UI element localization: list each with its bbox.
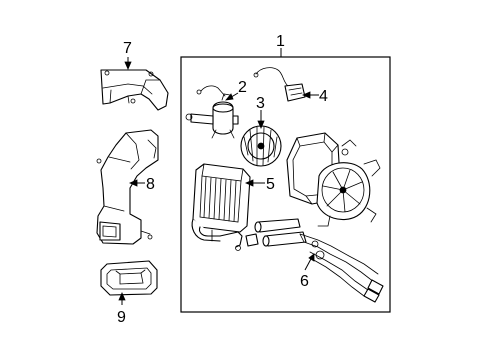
heater-core <box>191 163 251 251</box>
callout-3: 3 <box>256 95 265 112</box>
blower-wheel <box>240 125 282 167</box>
heater-tubes <box>245 218 384 303</box>
blower-actuator <box>185 85 239 139</box>
upper-air-duct <box>100 69 169 111</box>
callout-4: 4 <box>319 88 328 105</box>
assembly-frame <box>180 56 391 313</box>
callout-8: 8 <box>146 176 155 193</box>
temperature-sensor <box>253 67 306 102</box>
lower-air-duct <box>96 129 159 245</box>
callout-9: 9 <box>117 309 126 326</box>
callout-7: 7 <box>123 40 132 57</box>
callout-2: 2 <box>238 79 247 96</box>
callout-5: 5 <box>266 176 275 193</box>
callout-1: 1 <box>276 33 285 50</box>
blower-fan <box>316 159 381 227</box>
leader-lines <box>118 48 319 305</box>
vent-outlet <box>100 260 158 296</box>
callout-6: 6 <box>300 273 309 290</box>
